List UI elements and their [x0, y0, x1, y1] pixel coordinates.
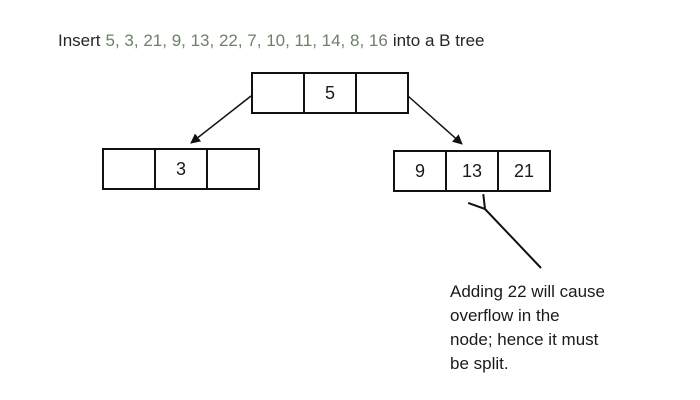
title-prefix: Insert — [58, 31, 101, 50]
annotation-line-3: node; hence it must — [450, 330, 599, 349]
arrow-root-to-right-child — [407, 95, 463, 145]
annotation-arrow — [467, 193, 542, 269]
annotation-text: Adding 22 will cause overflow in the nod… — [450, 280, 605, 376]
btree-left-child-node: 3 — [102, 148, 260, 190]
right-child-cell-2: 21 — [497, 150, 551, 192]
left-child-cell-0 — [102, 148, 156, 190]
title-suffix: into a B tree — [392, 31, 485, 50]
root-cell-1: 5 — [303, 72, 357, 114]
title-insert-sequence: 5, 3, 21, 9, 13, 22, 7, 10, 11, 14, 8, 1… — [105, 31, 388, 50]
btree-root-node: 5 — [251, 72, 409, 114]
right-child-cell-0: 9 — [393, 150, 447, 192]
left-child-cell-2 — [206, 148, 260, 190]
annotation-line-1: Adding 22 will cause — [450, 282, 605, 301]
btree-right-child-node: 9 13 21 — [393, 150, 551, 192]
root-cell-2 — [355, 72, 409, 114]
root-cell-0 — [251, 72, 305, 114]
left-child-cell-1: 3 — [154, 148, 208, 190]
annotation-line-4: be split. — [450, 354, 509, 373]
annotation-line-2: overflow in the — [450, 306, 560, 325]
right-child-cell-1: 13 — [445, 150, 499, 192]
arrow-root-to-left-child — [190, 95, 252, 144]
